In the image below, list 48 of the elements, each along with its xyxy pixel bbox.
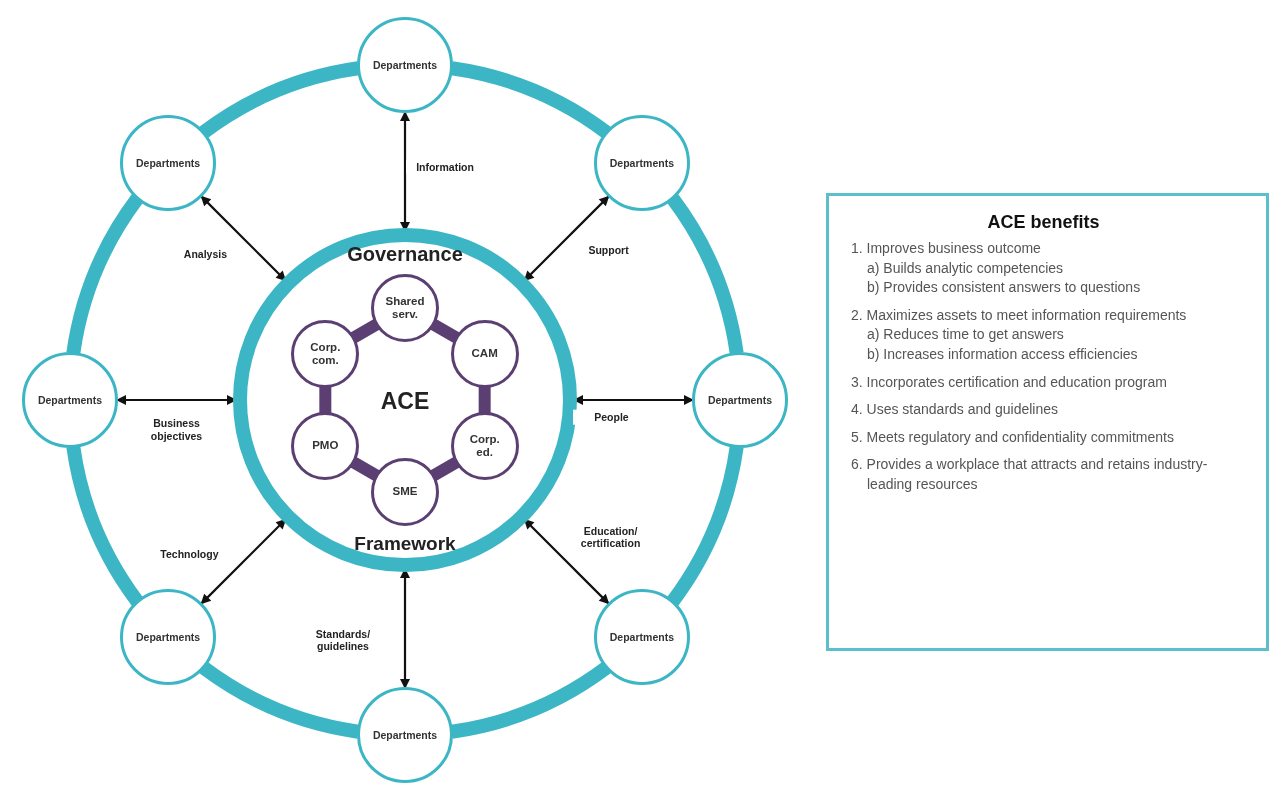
double-arrow bbox=[523, 195, 610, 282]
connector-bar bbox=[429, 456, 460, 482]
list-item: 5. Meets regulatory and confidentiality commitments bbox=[851, 427, 1175, 447]
list-item: b) Provides consistent answers to questions bbox=[866, 278, 1142, 298]
double-arrow bbox=[200, 518, 287, 605]
ring-segment bbox=[666, 445, 744, 606]
team-label: SME bbox=[391, 485, 419, 499]
department-label: Departments bbox=[706, 393, 774, 407]
list-item: 6. Provides a workplace that attracts and retains industry-leading resources bbox=[851, 455, 1209, 494]
list-item: a) Reduces time to get answers bbox=[866, 325, 1065, 345]
connector-bar bbox=[478, 386, 491, 414]
team-label: Corp. ed. bbox=[468, 432, 501, 460]
team-label: Shared serv. bbox=[384, 294, 426, 322]
list-item: 3. Incorporates certification and education program bbox=[851, 372, 1168, 392]
double-arrow bbox=[200, 195, 287, 282]
connector-bar bbox=[429, 318, 460, 344]
ring-segment bbox=[66, 445, 144, 606]
center-title: ACE bbox=[380, 388, 430, 415]
team-label: CAM bbox=[470, 347, 499, 361]
team-label: PMO bbox=[311, 439, 340, 453]
department-label: Departments bbox=[36, 393, 104, 407]
ring-heading: Framework bbox=[354, 533, 456, 555]
ring-segment bbox=[199, 661, 360, 739]
ring-segment bbox=[450, 61, 611, 139]
list-item: a) Builds analytic competencies bbox=[866, 258, 1065, 278]
department-label: Departments bbox=[608, 630, 675, 643]
list-item: 4. Uses standards and guidelines bbox=[851, 400, 1060, 420]
benefits-panel bbox=[826, 193, 1269, 651]
connector-bar bbox=[350, 318, 381, 344]
ring-segment bbox=[450, 661, 611, 739]
list-item: b) Increases information access efficiencies bbox=[866, 344, 1139, 364]
double-arrow bbox=[523, 518, 610, 605]
department-label: Departments bbox=[135, 630, 202, 643]
connector-bar bbox=[319, 386, 332, 414]
ring-heading: Governance bbox=[347, 243, 463, 266]
list-item: 1. Improves business outcome bbox=[851, 239, 1042, 258]
ring-segment bbox=[66, 194, 144, 355]
department-label: Departments bbox=[371, 58, 439, 72]
panel-title: ACE benefits bbox=[986, 212, 1101, 233]
team-label: Corp. com. bbox=[309, 340, 342, 368]
hub-circle bbox=[233, 228, 577, 572]
connector-bar bbox=[350, 456, 381, 482]
ring-segment bbox=[666, 194, 744, 355]
department-label: Departments bbox=[135, 157, 202, 170]
department-label: Departments bbox=[608, 157, 675, 170]
department-label: Departments bbox=[371, 728, 439, 742]
list-item: 2. Maximizes assets to meet information requirements bbox=[851, 305, 1188, 325]
ring-segment bbox=[199, 61, 360, 139]
